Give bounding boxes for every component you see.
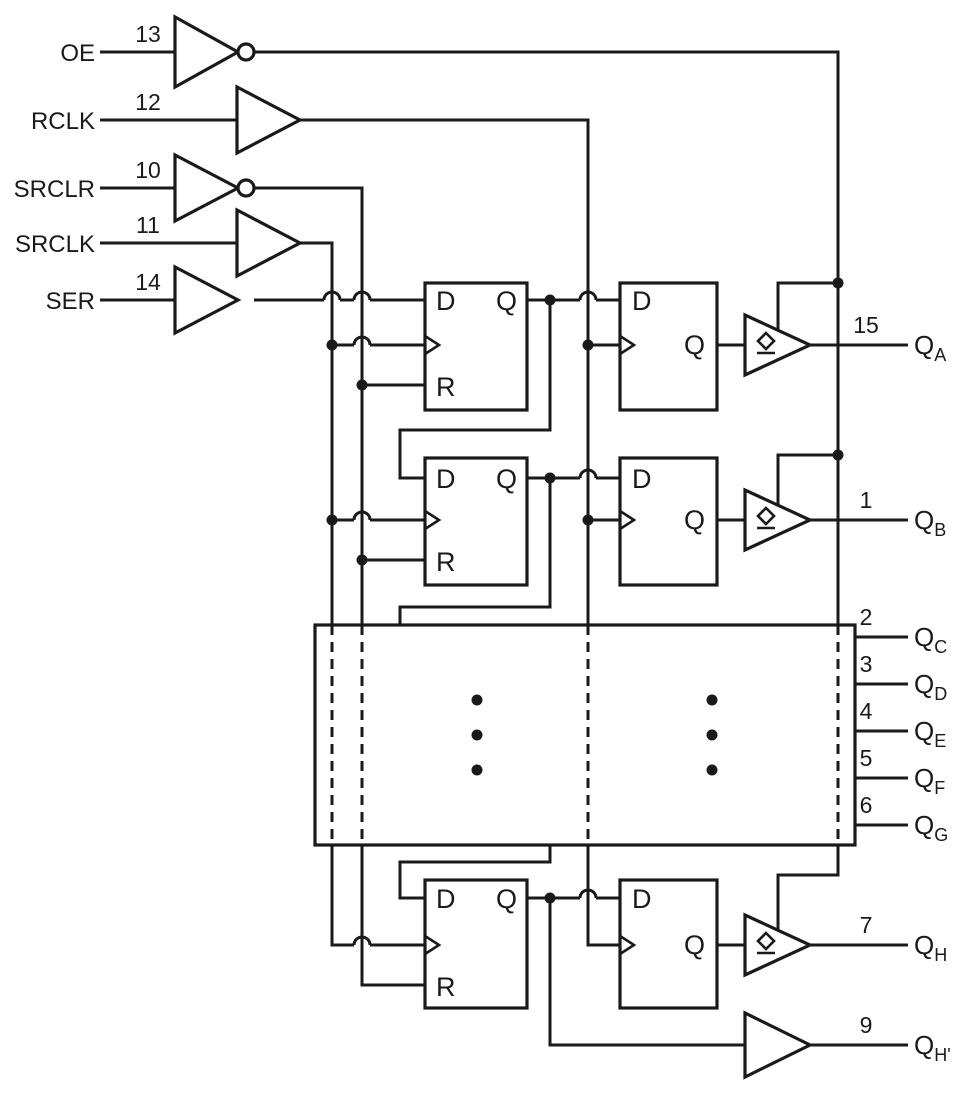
junction-dot (326, 339, 338, 351)
ff-q-label: Q (684, 330, 705, 360)
rclk-wire (300, 118, 620, 947)
ser-buffer-gate (173, 264, 242, 336)
qc-label: QC (914, 622, 947, 657)
flipflops (423, 281, 719, 1010)
qe-pin-number: 4 (860, 698, 873, 724)
junction-dot (832, 277, 844, 289)
qa-pin-number: 15 (853, 312, 879, 338)
junction-dot (544, 294, 556, 306)
qb-pin-number: 1 (860, 487, 873, 513)
qh-prime-buffer (743, 1010, 814, 1080)
crossover-hops (322, 290, 598, 946)
ff-q-label: Q (684, 505, 705, 535)
ff-d-label: D (632, 464, 652, 494)
junction-dot (544, 472, 556, 484)
input-gates (173, 14, 304, 336)
oe-pin-number: 13 (135, 21, 161, 47)
box-output-wires (855, 635, 908, 827)
junction-dot (356, 379, 368, 391)
qb-label: QB (914, 505, 946, 540)
input-stub-wires (100, 50, 237, 302)
oe-inverter-gate (173, 14, 242, 90)
output-pin-numbers: 15 1 2 3 4 5 6 7 9 (853, 312, 879, 1038)
ff-r-label: R (436, 547, 456, 577)
ellipsis-dot (471, 694, 483, 706)
junction-dot (582, 514, 594, 526)
rclk-buffer-gate (235, 84, 304, 156)
oe-label: OE (60, 40, 95, 67)
qg-label: QG (914, 810, 948, 845)
hidden-stages-dashed-wires (330, 625, 840, 845)
shift-ff-h (423, 878, 529, 1010)
ellipsis-dot (471, 764, 483, 776)
junction-dot (832, 449, 844, 461)
repeated-stages-box (313, 623, 857, 847)
qh-prime-pin-number: 9 (860, 1012, 873, 1038)
srclr-pin-number: 10 (135, 157, 161, 183)
ellipsis-dot (706, 694, 718, 706)
storage-ff-a (618, 281, 719, 412)
ser-pin-number: 14 (135, 269, 161, 295)
ff-q-label: Q (684, 930, 705, 960)
ff-d-label: D (436, 884, 456, 914)
qg-pin-number: 6 (860, 792, 873, 818)
shift-ff-b (423, 456, 529, 587)
ellipsis-dot (706, 764, 718, 776)
qd-pin-number: 3 (860, 651, 873, 677)
srclr-wire (254, 186, 425, 987)
clock-wedge-icons (424, 334, 637, 956)
junction-dots (326, 277, 844, 904)
rclk-pin-number: 12 (135, 89, 161, 115)
srclk-pin-number: 11 (136, 212, 160, 238)
ellipsis-dot (471, 729, 483, 741)
flipflop-labels: D Q R D Q D Q R D Q D Q R D Q (436, 286, 705, 1002)
qa-label: QA (914, 330, 946, 365)
tristate-diamond-icons (756, 331, 776, 955)
ff-q-label: Q (496, 884, 517, 914)
ff-q-label: Q (496, 286, 517, 316)
srclr-inverter-bubble (236, 178, 256, 198)
qc-pin-number: 2 (860, 604, 873, 630)
srclk-buffer-gate (235, 207, 304, 279)
ff-r-label: R (436, 372, 456, 402)
output-labels: QA QB QC QD QE QF QG QH QH' (914, 330, 951, 1065)
srclr-inverter-gate (173, 152, 242, 224)
junction-dot (356, 554, 368, 566)
srclk-label: SRCLK (15, 231, 95, 258)
ff-r-label: R (436, 972, 456, 1002)
qh-prime-label: QH' (914, 1030, 951, 1065)
qe-label: QE (914, 716, 946, 751)
srclk-wire (300, 241, 425, 947)
ff-d-label: D (632, 286, 652, 316)
wires (100, 50, 908, 1047)
ff-d-label: D (632, 884, 652, 914)
qh-pin-number: 7 (860, 912, 873, 938)
srclr-label: SRCLR (14, 176, 95, 203)
qh-label: QH (914, 930, 947, 965)
qd-label: QD (914, 669, 947, 704)
junction-dot (326, 514, 338, 526)
ff-q-label: Q (496, 464, 517, 494)
ff-d-label: D (436, 286, 456, 316)
oe-wire (254, 50, 840, 931)
rclk-label: RCLK (31, 108, 95, 135)
qf-label: QF (914, 763, 945, 798)
oe-inverter-bubble (236, 42, 256, 62)
ser-label: SER (46, 288, 95, 315)
ff-d-label: D (436, 464, 456, 494)
junction-dot (544, 892, 556, 904)
ellipsis-dot (706, 729, 718, 741)
junction-dot (582, 339, 594, 351)
output-buffers (743, 312, 814, 1080)
qf-pin-number: 5 (860, 745, 873, 771)
input-labels: OE RCLK SRCLR SRCLK SER 13 12 10 11 14 (14, 21, 161, 315)
